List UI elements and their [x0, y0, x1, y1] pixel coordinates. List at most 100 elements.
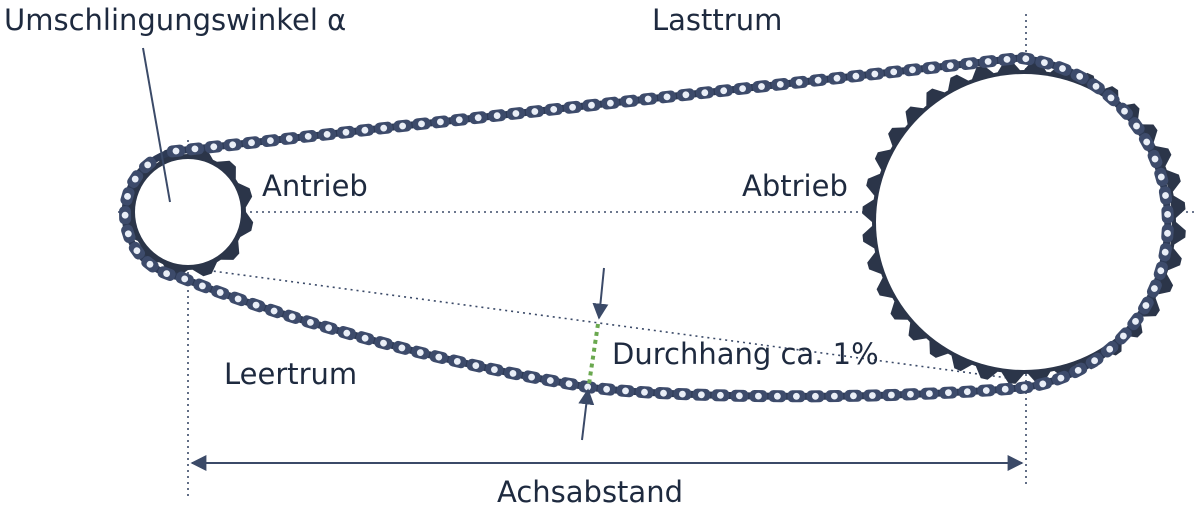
chain-link — [901, 388, 920, 401]
chain-link — [654, 386, 673, 400]
chain-link — [522, 370, 541, 384]
chain-link — [1138, 133, 1155, 151]
chain-link — [374, 121, 393, 135]
chain-link — [1138, 296, 1154, 315]
chain-link — [582, 98, 601, 112]
chain-link — [185, 142, 204, 156]
driven-label: Abtrieb — [742, 169, 848, 203]
chain-link — [865, 67, 884, 81]
chain-link — [392, 340, 412, 355]
wrap-angle-label: Umschlingungswinkel α — [4, 3, 347, 37]
chain-link — [844, 389, 863, 402]
chain-link — [620, 94, 639, 108]
chain-link — [1016, 52, 1035, 66]
chain-link — [979, 55, 998, 68]
tight-side-label: Lasttrum — [652, 3, 783, 37]
chain-link — [563, 100, 582, 114]
chain-link — [431, 115, 450, 129]
chain-link — [1153, 261, 1168, 280]
chain-link — [128, 241, 146, 260]
chain-link — [1102, 89, 1120, 107]
chain-link — [863, 389, 882, 402]
chain-link — [960, 57, 979, 71]
chain-link — [1161, 205, 1174, 224]
chain-link — [958, 385, 977, 398]
chain-link — [1146, 279, 1162, 298]
chain-link — [337, 326, 356, 341]
chain-link — [749, 390, 768, 403]
chain-link — [692, 388, 711, 401]
chain-link — [138, 156, 157, 174]
chain-link — [1015, 380, 1034, 395]
chain-link — [166, 144, 186, 158]
drive-sprocket — [122, 146, 254, 278]
chain-link — [635, 385, 654, 399]
chain-link — [676, 88, 695, 102]
chain-link — [1085, 352, 1104, 369]
chain-link — [318, 127, 337, 141]
chain-link — [673, 387, 692, 401]
chain-link — [601, 96, 620, 110]
chain-link — [1035, 55, 1054, 70]
chain-link — [242, 136, 261, 150]
chain-link — [695, 86, 714, 100]
chain-link — [485, 362, 504, 377]
chain-link — [121, 224, 136, 243]
chain-link — [733, 82, 752, 96]
chain-link — [1033, 376, 1052, 391]
wrap-angle-leader — [142, 47, 171, 203]
drive-label: Antrieb — [262, 169, 368, 203]
chain-link — [1128, 117, 1145, 135]
chain-link — [809, 73, 828, 87]
sag-arrow-top — [592, 267, 609, 320]
chain-link — [1069, 362, 1088, 379]
chain-link — [175, 271, 194, 287]
chain-link — [939, 386, 958, 399]
chain-link — [469, 111, 488, 125]
chain-link — [299, 129, 318, 143]
chain-link — [264, 303, 284, 319]
chain-link — [411, 345, 430, 360]
chain-link — [1154, 167, 1169, 187]
driven-sprocket — [862, 60, 1186, 384]
chain-link — [711, 389, 730, 402]
chain-link — [825, 390, 844, 403]
chain-link — [657, 90, 677, 104]
chain-link — [120, 187, 135, 206]
chain-link — [714, 84, 733, 98]
chain-link — [448, 354, 467, 369]
chain-link — [503, 366, 523, 381]
chain-link — [882, 388, 901, 402]
chain-link — [429, 350, 448, 365]
chain-link — [616, 384, 635, 398]
chain-link — [846, 69, 865, 83]
chain-link — [790, 75, 809, 89]
chain-link — [977, 384, 996, 397]
chain-link — [301, 315, 320, 330]
chain-link — [730, 389, 749, 402]
chain-link — [466, 358, 485, 373]
chain-link — [787, 390, 806, 403]
chain-link — [525, 105, 544, 118]
chain-link — [597, 382, 616, 396]
chain-link — [355, 331, 375, 346]
chain-link — [246, 297, 266, 313]
chain-link — [1116, 102, 1133, 120]
chain-link — [768, 390, 787, 403]
chain-link — [228, 291, 248, 307]
chain-link — [336, 125, 356, 139]
chain-link — [393, 119, 412, 133]
chain-link — [752, 80, 771, 93]
chain-link — [355, 123, 374, 137]
roller-chain — [119, 52, 1174, 403]
chain-link — [920, 387, 939, 400]
center-distance-label: Achsabstand — [497, 475, 683, 509]
chain-link — [1114, 327, 1132, 345]
chain-link — [280, 132, 299, 145]
chain-link — [1161, 224, 1174, 243]
chain-link — [283, 309, 302, 324]
chain-link — [211, 285, 230, 300]
chain-link — [319, 320, 338, 335]
chain-link — [996, 382, 1015, 396]
chain-link — [884, 65, 903, 79]
